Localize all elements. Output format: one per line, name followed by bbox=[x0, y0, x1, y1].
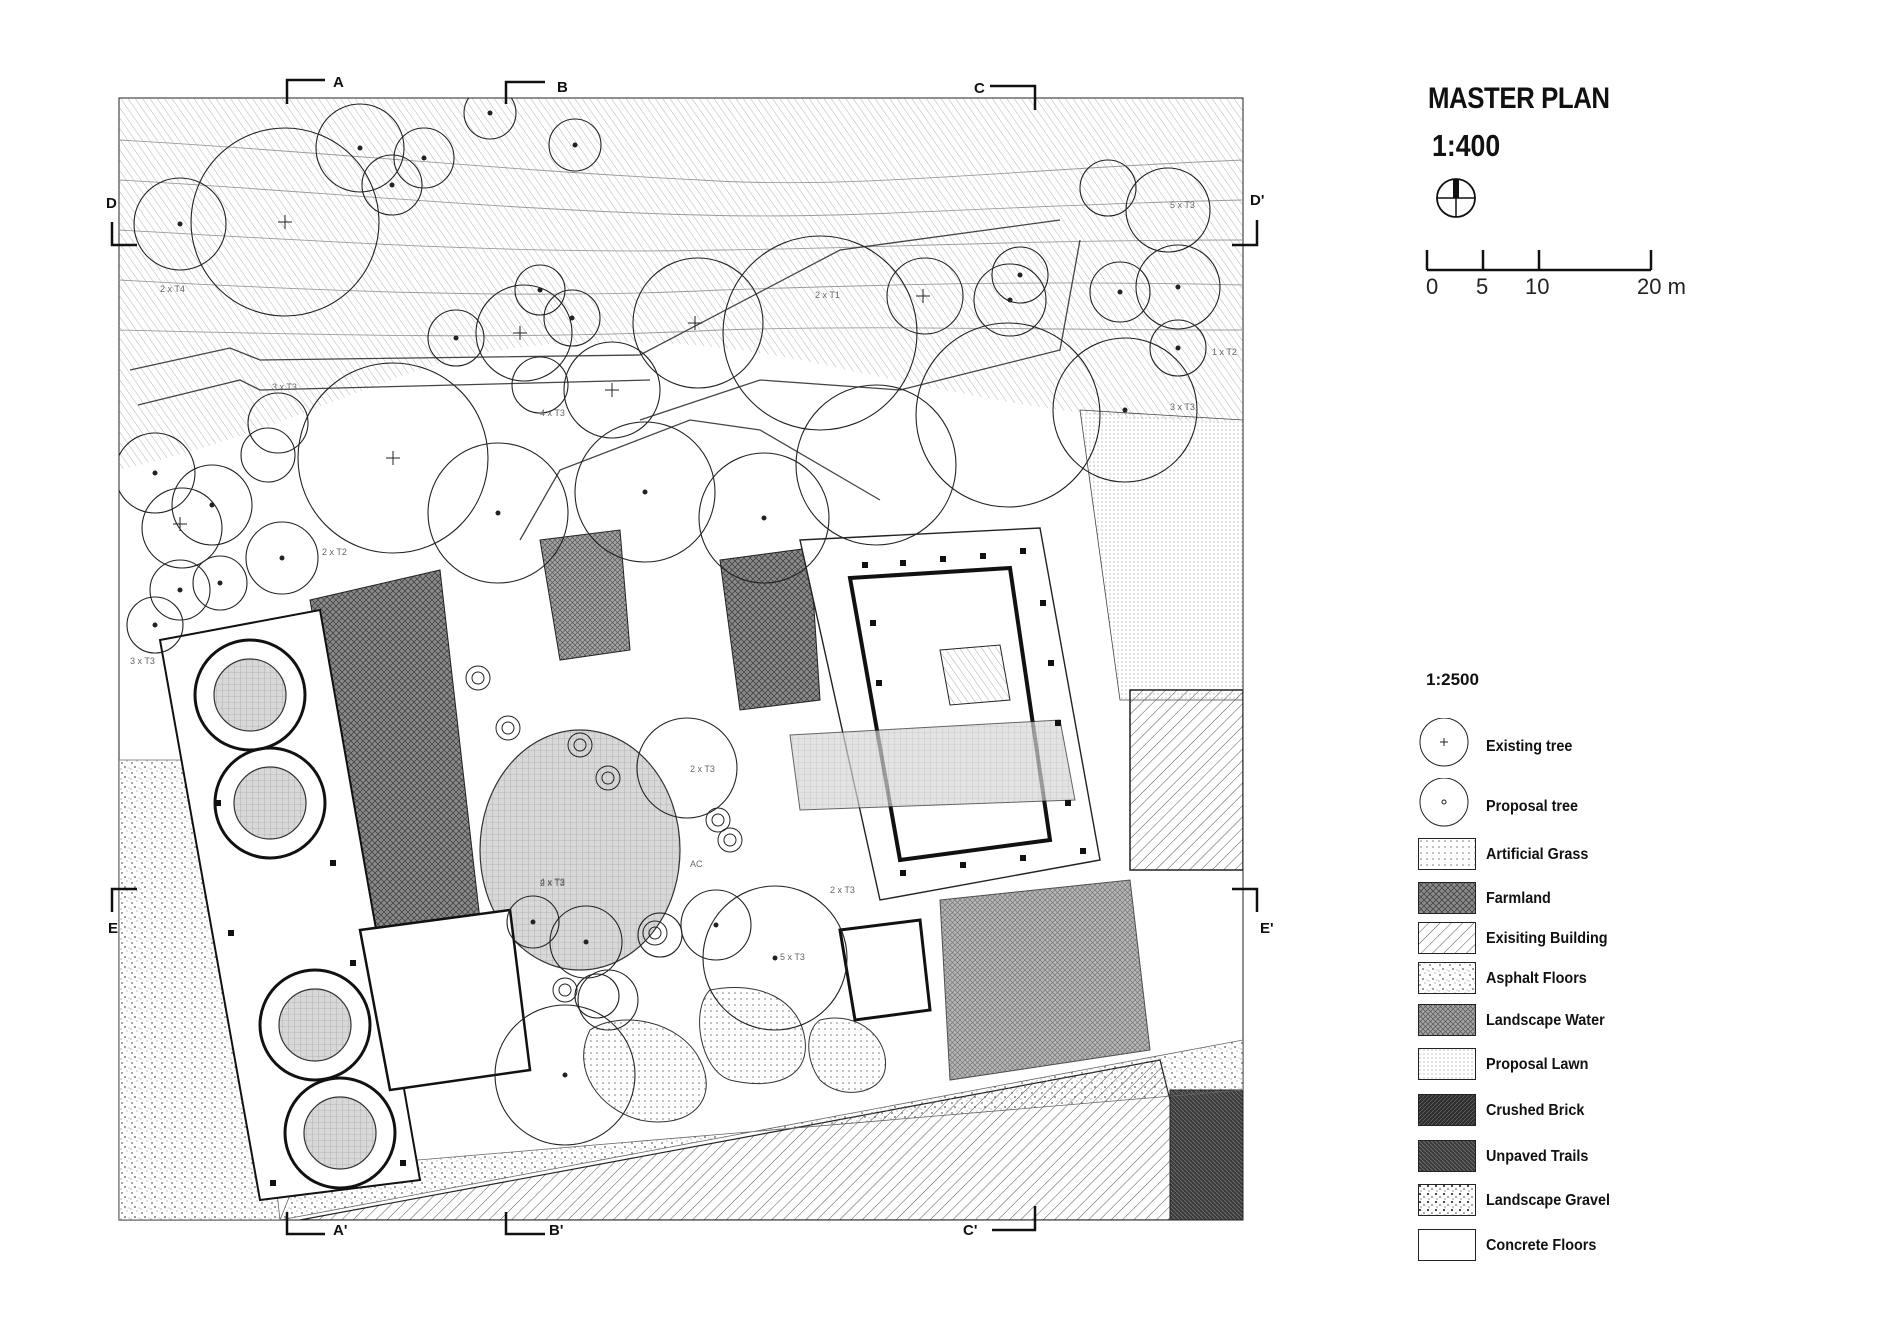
legend-item-unpaved-trails: Unpaved Trails bbox=[1418, 1140, 1758, 1174]
section-label-e-prime: E' bbox=[1260, 920, 1274, 937]
tree-tag-label: 3 x T3 bbox=[130, 656, 155, 666]
west-annex bbox=[358, 908, 532, 1092]
concrete-floors-swatch bbox=[1418, 1229, 1476, 1261]
west-building bbox=[158, 608, 422, 1202]
section-label-e: E bbox=[108, 920, 119, 937]
scale-tick-5: 5 bbox=[1476, 274, 1489, 299]
building-columns bbox=[215, 548, 1086, 1186]
tree-tag-label: 3 x T3 bbox=[272, 382, 297, 392]
unpaved-trail-corner bbox=[1169, 1089, 1243, 1220]
legend-label: Concrete Floors bbox=[1486, 1237, 1597, 1254]
scale-tick-20: 20 m bbox=[1637, 274, 1686, 299]
legend-label: Proposal Lawn bbox=[1486, 1056, 1589, 1073]
tree-tag-label: 2 x T3 bbox=[690, 764, 715, 774]
legend-label: Landscape Water bbox=[1486, 1012, 1605, 1029]
east-building-hall bbox=[789, 719, 1076, 811]
crushed-brick-swatch bbox=[1418, 1094, 1476, 1126]
legend-label: Proposal tree bbox=[1486, 798, 1579, 815]
crushed-brick-east bbox=[1129, 689, 1243, 871]
existing-building-swatch bbox=[1418, 922, 1476, 954]
proposal-lawn-central bbox=[479, 729, 681, 971]
asphalt-floors-swatch bbox=[1418, 962, 1476, 994]
tree-tag-label: 5 x T3 bbox=[1170, 200, 1195, 210]
legend-item-existing-tree: Existing tree bbox=[1418, 718, 1758, 767]
contour-lines bbox=[119, 139, 1243, 337]
water-channel bbox=[539, 529, 631, 661]
north-arrow-icon bbox=[1436, 178, 1476, 218]
east-courtyard bbox=[939, 644, 1011, 706]
proposal-lawn-swatch bbox=[1418, 1048, 1476, 1080]
legend-item-existing-building: Exisiting Building bbox=[1418, 922, 1758, 956]
tree-tag-label: 3 x T3 bbox=[1170, 402, 1195, 412]
plan-scale: 1:400 bbox=[1432, 128, 1501, 163]
tree-tag-label: 4 x T3 bbox=[540, 877, 565, 887]
tree-tag-label: 2 x T2 bbox=[322, 547, 347, 557]
legend-item-concrete-floors: Concrete Floors bbox=[1418, 1229, 1758, 1263]
section-label-b-prime: B' bbox=[549, 1222, 564, 1239]
lawn-south-1 bbox=[583, 1019, 707, 1123]
legend-item-farmland: Farmland bbox=[1418, 882, 1758, 916]
legend-label: Landscape Gravel bbox=[1486, 1192, 1611, 1209]
tree-tag-label: 4 x T3 bbox=[540, 408, 565, 418]
legend-label: Asphalt Floors bbox=[1486, 970, 1587, 987]
legend-label: Crushed Brick bbox=[1486, 1102, 1585, 1119]
farmland-center bbox=[719, 547, 821, 711]
legend-label: Farmland bbox=[1486, 890, 1551, 907]
legend-item-asphalt-floors: Asphalt Floors bbox=[1418, 962, 1758, 996]
section-label-b: B bbox=[557, 79, 568, 96]
site-plan bbox=[119, 98, 1243, 1220]
west-building-rotundas bbox=[213, 658, 377, 1170]
tree-proposal-dots bbox=[152, 110, 1181, 1078]
section-label-c-prime: C' bbox=[963, 1222, 978, 1239]
artificial-grass-swatch bbox=[1418, 838, 1476, 870]
scale-bar bbox=[1425, 250, 1653, 272]
footpaths bbox=[129, 219, 1081, 541]
section-label-a-prime: A' bbox=[333, 1222, 348, 1239]
tree-tag-label: 2 x T3 bbox=[540, 878, 565, 888]
proposal-tree-icon bbox=[1419, 778, 1469, 827]
pavilion-south bbox=[838, 918, 932, 1022]
landscape-gravel-swatch bbox=[1418, 1184, 1476, 1216]
legend-item-landscape-gravel: Landscape Gravel bbox=[1418, 1184, 1758, 1218]
landscape-water-swatch bbox=[1418, 1004, 1476, 1036]
existing-tree-icon bbox=[1419, 718, 1469, 767]
legend-label: Artificial Grass bbox=[1486, 846, 1589, 863]
page-title: MASTER PLAN bbox=[1428, 82, 1610, 115]
unpaved-trails-swatch bbox=[1418, 1140, 1476, 1172]
trees bbox=[119, 98, 1221, 1146]
legend-item-landscape-water: Landscape Water bbox=[1418, 1004, 1758, 1038]
tree-tag-label: 5 x T3 bbox=[780, 952, 805, 962]
section-cut-markers bbox=[110, 78, 1259, 1236]
legend-item-proposal-tree: Proposal tree bbox=[1418, 778, 1758, 827]
legend-label: Exisiting Building bbox=[1486, 930, 1608, 947]
legend-item-crushed-brick: Crushed Brick bbox=[1418, 1094, 1758, 1128]
section-label-a: A bbox=[333, 74, 344, 91]
legend-label: Unpaved Trails bbox=[1486, 1148, 1589, 1165]
farmland-south bbox=[939, 879, 1151, 1081]
lawn-south-3 bbox=[808, 1017, 887, 1093]
legend-item-artificial-grass: Artificial Grass bbox=[1418, 838, 1758, 872]
legend-label: Existing tree bbox=[1486, 738, 1573, 755]
tree-tag-label: 2 x T4 bbox=[160, 284, 185, 294]
section-label-d: D bbox=[106, 195, 117, 212]
east-lawn bbox=[1079, 409, 1243, 701]
scale-tick-10: 10 bbox=[1525, 274, 1550, 299]
farmland-swatch bbox=[1418, 882, 1476, 914]
tree-centers bbox=[173, 215, 930, 531]
contour-area-north bbox=[119, 98, 1243, 470]
scale-tick-0: 0 bbox=[1426, 274, 1439, 299]
section-label-c: C bbox=[974, 80, 985, 97]
section-label-d-prime: D' bbox=[1250, 192, 1265, 209]
legend-item-proposal-lawn: Proposal Lawn bbox=[1418, 1048, 1758, 1082]
planters bbox=[465, 665, 743, 1003]
tree-tag-label: 2 x T1 bbox=[815, 290, 840, 300]
tree-tag-label: 2 x T3 bbox=[830, 885, 855, 895]
tree-tag-label: 1 x T2 bbox=[1212, 347, 1237, 357]
legend-scale: 1:2500 bbox=[1426, 670, 1479, 689]
tree-tag-label: AC bbox=[690, 859, 703, 869]
